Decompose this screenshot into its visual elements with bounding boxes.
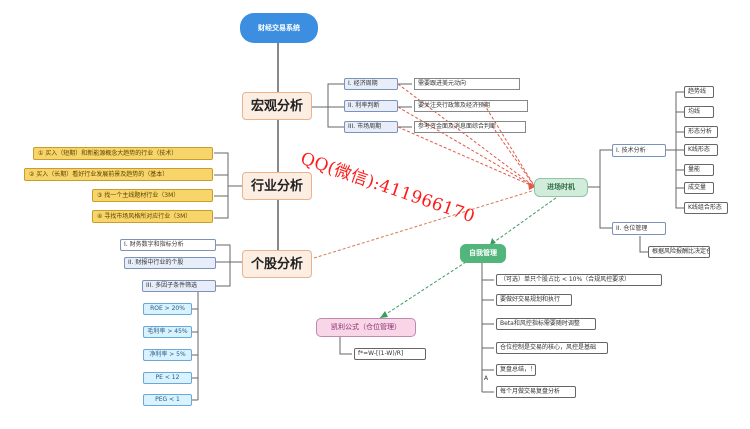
macro-desc: 要关注央行政策及经济预期 xyxy=(414,100,528,112)
technical-item: K线形态 xyxy=(684,144,718,156)
industry-item: ③ 找一个主线题材行业（3M） xyxy=(92,189,213,202)
root-node: 财经交易系统 xyxy=(240,13,318,43)
technical-item: 均线 xyxy=(684,106,714,118)
connector xyxy=(339,336,352,355)
criteria-item: ROE > 20% xyxy=(143,303,192,315)
arrow-head xyxy=(490,238,496,245)
technical-item: 成交量 xyxy=(684,182,714,194)
macro-item: II. 利率判断 xyxy=(344,100,398,112)
connector xyxy=(666,91,684,209)
criteria-item: PEG < 1 xyxy=(143,394,192,406)
stock-item: I. 财务数字和指标分析 xyxy=(120,239,216,251)
connector xyxy=(216,244,242,287)
technical-item: K线组合形态 xyxy=(684,202,728,214)
connector xyxy=(310,83,344,128)
industry-item: ④ 寻找市场风格所对应行业（3M） xyxy=(92,210,213,223)
dashed-link xyxy=(379,261,467,319)
stock-item: III. 多因子条件筛选 xyxy=(142,280,216,292)
risk-item: Beta和风控指标需要随时调整 xyxy=(496,318,596,330)
entry-timing-node: 进场时机 xyxy=(534,178,588,197)
criteria-item: PE < 12 xyxy=(143,372,192,384)
connector xyxy=(192,292,199,401)
connector xyxy=(588,149,612,229)
dashed-link xyxy=(489,194,561,246)
industry-item: ① 买入（短期）和新能源概念大趋势的行业（技术） xyxy=(33,147,213,160)
dashed-link xyxy=(397,106,536,188)
technical-item: 量能 xyxy=(684,164,714,176)
branch-industry: 行业分析 xyxy=(242,172,312,200)
connector xyxy=(639,236,648,253)
macro-item: I. 经济周期 xyxy=(344,78,398,90)
self-management-node: 自我管理 xyxy=(460,244,506,263)
technical-item: 形态分析 xyxy=(684,126,718,138)
macro-desc: 需要跟进美元动向 xyxy=(414,78,520,90)
kelly-formula-node: 凯利公式（仓位管理） xyxy=(316,318,416,337)
dashed-link xyxy=(397,83,536,188)
technical-analysis-node: I. 技术分析 xyxy=(612,144,666,157)
risk-item: （可选）单只个股占比 < 10%（合规风控要求） xyxy=(496,274,662,286)
macro-item: III. 市场周期 xyxy=(344,121,398,133)
dashed-link xyxy=(491,125,536,188)
risk-item: 要做好交易规划和执行 xyxy=(496,294,572,306)
arrow-head xyxy=(380,311,388,318)
dashed-link xyxy=(313,189,536,259)
position-item: 根据风险报酬比决定仓位 xyxy=(648,246,710,258)
dashed-link xyxy=(483,103,536,188)
risk-item: A xyxy=(484,375,489,382)
arrow-head xyxy=(528,182,535,190)
branch-macro: 宏观分析 xyxy=(242,92,312,120)
connector xyxy=(481,262,494,393)
connector xyxy=(214,152,242,219)
stock-item: II. 财报中行业的个股 xyxy=(124,257,216,269)
criteria-item: 毛利率 > 45% xyxy=(143,326,192,338)
position-management-node: II. 仓位管理 xyxy=(612,222,666,235)
macro-desc: 参考资金面及消息面综合判断 xyxy=(414,121,526,133)
risk-item: 每个月做交易复盘分析 xyxy=(496,386,576,398)
industry-item: ② 买入（长期）看好行业发展前景及趋势的（基本） xyxy=(24,168,213,181)
technical-item: 趋势线 xyxy=(684,86,714,98)
kelly-formula-value: f*=W-[(1-W)/R] xyxy=(354,348,426,360)
branch-stock: 个股分析 xyxy=(242,250,312,278)
criteria-item: 净利率 > 5% xyxy=(143,349,192,361)
risk-item: 仓位控制是交易的核心，风控是基础 xyxy=(496,342,608,354)
connector xyxy=(398,83,412,128)
risk-item: 复盘总结，！ xyxy=(496,364,536,376)
